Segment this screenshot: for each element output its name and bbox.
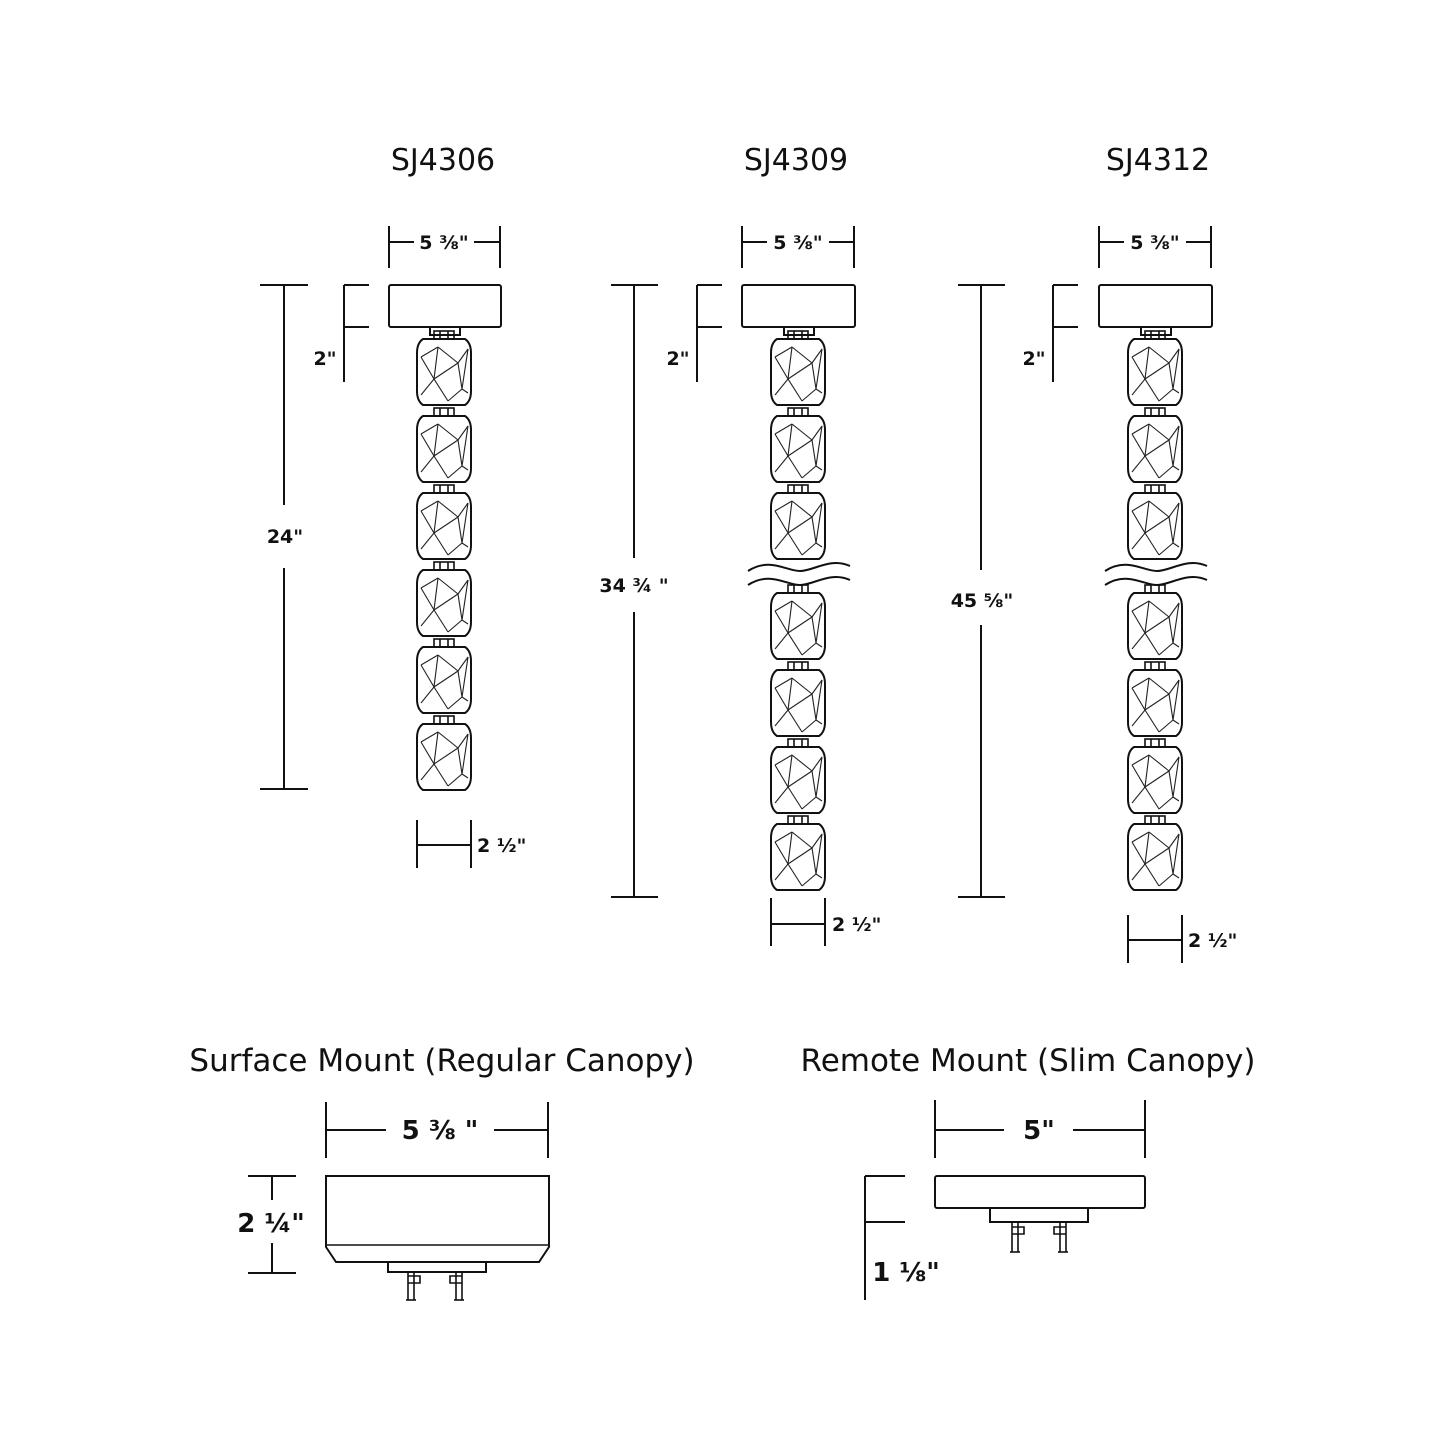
surface-height-dimension: 2 ¼" xyxy=(237,1175,305,1274)
crystal-bead xyxy=(1127,407,1183,483)
crystal-column-upper xyxy=(1127,330,1183,560)
canopy-height-label: 2" xyxy=(1022,348,1045,370)
canopy-width-dimension: 5 ⅜" xyxy=(741,226,855,268)
crystal-bead xyxy=(416,715,472,791)
crystal-bead xyxy=(416,638,472,714)
remote-width-dimension: 5" xyxy=(934,1100,1146,1158)
connector-link xyxy=(1144,407,1166,417)
connector-link xyxy=(787,584,809,594)
fixture-sj4309: SJ4309 5 ⅜" 2" 34 ¾ " xyxy=(599,143,881,946)
crystal-bead xyxy=(1127,815,1183,891)
canopy-width-label: 5 ⅜" xyxy=(1130,232,1179,254)
surface-width-dimension: 5 ⅜ " xyxy=(325,1102,549,1158)
connector-link xyxy=(1144,484,1166,494)
fixture-sj4306: SJ4306 5 ⅜" 2" 24" xyxy=(260,143,526,868)
canopy-height-label: 2" xyxy=(313,348,336,370)
surface-height-label: 2 ¼" xyxy=(237,1209,305,1239)
remote-height-label: 1 ⅛" xyxy=(872,1258,940,1288)
fixture-sj4312: SJ4312 5 ⅜" 2" 45 ⅝" xyxy=(951,143,1237,963)
crystal-bead xyxy=(770,815,826,891)
surface-mount: Surface Mount (Regular Canopy) 5 ⅜ " 2 ¼… xyxy=(189,1043,695,1301)
crystal-bead xyxy=(770,330,826,406)
break-symbol xyxy=(747,561,851,587)
crystal-column xyxy=(416,330,472,791)
crystal-bead xyxy=(1127,484,1183,560)
connector-link xyxy=(1144,815,1166,825)
crystal-bead xyxy=(770,738,826,814)
overall-length-label: 45 ⅝" xyxy=(951,590,1014,612)
connector-link xyxy=(1144,661,1166,671)
crystal-bead xyxy=(416,561,472,637)
overall-length-label: 24" xyxy=(267,526,303,548)
overall-length-label: 34 ¾ " xyxy=(599,575,668,597)
crystal-width-label: 2 ½" xyxy=(477,835,526,857)
crystal-column-upper xyxy=(770,330,826,560)
crystal-column-lower xyxy=(770,584,826,891)
canopy-width-dimension: 5 ⅜" xyxy=(1098,226,1212,268)
crystal-bead xyxy=(770,484,826,560)
crystal-bead xyxy=(770,407,826,483)
connector-link xyxy=(787,738,809,748)
model-title: SJ4306 xyxy=(391,143,495,178)
connector-link xyxy=(433,561,455,571)
canopy-height-dimension: 2" xyxy=(666,284,722,382)
remote-width-label: 5" xyxy=(1023,1116,1055,1146)
surface-width-label: 5 ⅜ " xyxy=(402,1116,479,1146)
crystal-width-label: 2 ½" xyxy=(1188,930,1237,952)
crystal-width-dimension: 2 ½" xyxy=(416,820,526,868)
connector-link xyxy=(433,715,455,725)
connector-link xyxy=(433,407,455,417)
connector-link xyxy=(433,484,455,494)
overall-length-dimension: 34 ¾ " xyxy=(599,284,669,898)
crystal-bead xyxy=(1127,330,1183,406)
remote-mount: Remote Mount (Slim Canopy) 5" 1 ⅛" xyxy=(801,1043,1256,1300)
connector-link xyxy=(787,407,809,417)
crystal-width-dimension: 2 ½" xyxy=(1127,915,1237,963)
canopy-width-label: 5 ⅜" xyxy=(419,232,468,254)
connector-link xyxy=(1144,738,1166,748)
crystal-column-lower xyxy=(1127,584,1183,891)
canopy-height-label: 2" xyxy=(666,348,689,370)
break-symbol xyxy=(1104,561,1208,587)
crystal-width-label: 2 ½" xyxy=(832,914,881,936)
surface-mount-title: Surface Mount (Regular Canopy) xyxy=(189,1043,694,1079)
canopy-height-dimension: 2" xyxy=(1022,284,1078,382)
crystal-bead xyxy=(1127,738,1183,814)
canopy-width-label: 5 ⅜" xyxy=(773,232,822,254)
connector-link xyxy=(787,815,809,825)
canopy-width-dimension: 5 ⅜" xyxy=(388,226,501,268)
remote-canopy xyxy=(934,1175,1146,1253)
connector-link xyxy=(787,484,809,494)
crystal-bead xyxy=(770,661,826,737)
overall-length-dimension: 45 ⅝" xyxy=(951,284,1014,898)
connector-link xyxy=(433,638,455,648)
crystal-width-dimension: 2 ½" xyxy=(770,898,881,946)
model-title: SJ4312 xyxy=(1106,143,1210,178)
crystal-bead xyxy=(1127,584,1183,660)
crystal-bead xyxy=(416,484,472,560)
model-title: SJ4309 xyxy=(744,143,848,178)
canopy xyxy=(388,284,502,336)
crystal-bead xyxy=(416,407,472,483)
overall-length-dimension: 24" xyxy=(260,284,308,790)
crystal-bead xyxy=(1127,661,1183,737)
connector-link xyxy=(1144,584,1166,594)
connector-link xyxy=(787,661,809,671)
crystal-bead xyxy=(416,330,472,406)
surface-canopy xyxy=(325,1175,550,1301)
canopy xyxy=(741,284,856,336)
canopy xyxy=(1098,284,1213,336)
canopy-height-dimension: 2" xyxy=(313,284,369,382)
crystal-bead xyxy=(770,584,826,660)
remote-height-dimension: 1 ⅛" xyxy=(864,1175,940,1300)
remote-mount-title: Remote Mount (Slim Canopy) xyxy=(801,1043,1256,1079)
